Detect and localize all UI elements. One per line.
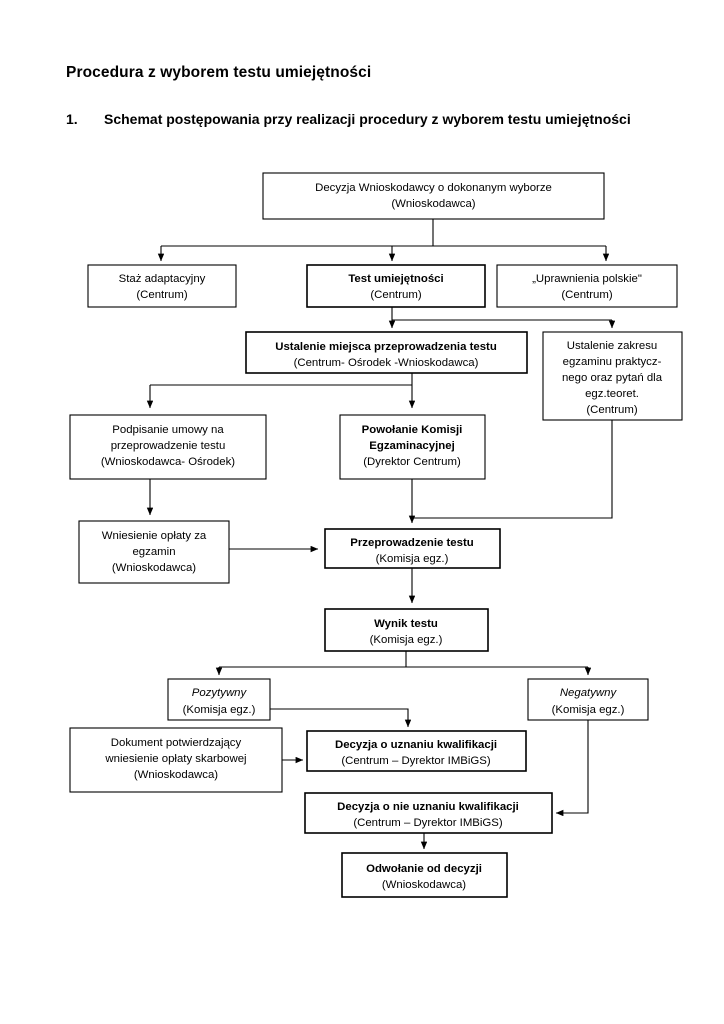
- node-n4-line2: (Centrum): [561, 289, 612, 301]
- node-n2-line2: (Centrum): [136, 289, 187, 301]
- node-n9-line2: egzamin: [132, 546, 175, 558]
- node-n9-line1: Wniesienie opłaty za: [102, 530, 207, 542]
- node-n7-line1: Podpisanie umowy na: [112, 424, 224, 436]
- node-n5-line2: (Centrum- Ośrodek -Wnioskodawca): [294, 357, 479, 369]
- node-n13-line2: (Komisja egz.): [552, 704, 625, 716]
- node-n15-line1: Decyzja o uznaniu kwalifikacji: [335, 739, 497, 751]
- edge-n13-n16: [555, 720, 589, 817]
- section-heading-block: 1. Schemat postępowania przy realizacji …: [66, 110, 666, 130]
- section-heading-text: Schemat postępowania przy realizacji pro…: [104, 111, 631, 127]
- node-n6-line1: Ustalenie zakresu: [567, 340, 658, 352]
- edge-n12-n15: [270, 708, 412, 728]
- node-n8-line3: (Dyrektor Centrum): [363, 456, 461, 468]
- node-n1-line1: Decyzja Wnioskodawcy o dokonanym wyborze: [315, 182, 552, 194]
- node-decyzja-wnioskodawcy[interactable]: Decyzja Wnioskodawcy o dokonanym wyborze…: [262, 172, 605, 220]
- node-n2-line1: Staż adaptacyjny: [119, 273, 206, 285]
- node-n16-line1: Decyzja o nie uznaniu kwalifikacji: [337, 801, 519, 813]
- connector-layer: [146, 219, 616, 850]
- node-n14-line3: (Wnioskodawca): [134, 769, 218, 781]
- node-n1-line2: (Wnioskodawca): [391, 198, 475, 210]
- node-n17-line1: Odwołanie od decyzji: [366, 863, 482, 875]
- node-n8-line1: Powołanie Komisji: [362, 424, 463, 436]
- edge-n6-n10: [412, 420, 613, 519]
- node-n13-line1: Negatywny: [560, 687, 618, 699]
- node-pozytywny[interactable]: Pozytywny (Komisja egz.): [167, 678, 271, 721]
- node-odwolanie-od-decyzji[interactable]: Odwołanie od decyzji (Wnioskodawca): [341, 852, 508, 898]
- node-n5-line1: Ustalenie miejsca przeprowadzenia testu: [275, 341, 497, 353]
- node-n17-line2: (Wnioskodawca): [382, 879, 466, 891]
- node-n12-line1: Pozytywny: [192, 687, 248, 699]
- node-n12-line2: (Komisja egz.): [183, 704, 256, 716]
- node-n4-line1: „Uprawnienia polskie": [532, 273, 642, 285]
- node-n9-line3: (Wnioskodawca): [112, 562, 196, 574]
- node-n8-line2: Egzaminacyjnej: [369, 440, 454, 452]
- node-n7-line2: przeprowadzenie testu: [111, 440, 226, 452]
- node-decyzja-uznanie[interactable]: Decyzja o uznaniu kwalifikacji (Centrum …: [306, 730, 527, 772]
- node-negatywny[interactable]: Negatywny (Komisja egz.): [527, 678, 649, 721]
- node-staz-adaptacyjny[interactable]: Staż adaptacyjny (Centrum): [87, 264, 237, 308]
- node-ustalenie-zakresu[interactable]: Ustalenie zakresu egzaminu praktycz- neg…: [542, 331, 683, 421]
- node-n6-line2: egzaminu praktycz-: [563, 356, 662, 368]
- node-powolanie-komisji[interactable]: Powołanie Komisji Egzaminacyjnej (Dyrekt…: [339, 414, 486, 480]
- node-ustalenie-miejsca[interactable]: Ustalenie miejsca przeprowadzenia testu …: [245, 331, 528, 374]
- node-n14-line1: Dokument potwierdzający: [111, 737, 242, 749]
- node-n6-line3: nego oraz pytań dla: [562, 372, 663, 384]
- node-n16-line2: (Centrum – Dyrektor IMBiGS): [353, 817, 503, 829]
- node-n6-line4: egz.teoret.: [585, 388, 639, 400]
- node-decyzja-nie-uznanie[interactable]: Decyzja o nie uznaniu kwalifikacji (Cent…: [304, 792, 553, 834]
- node-uprawnienia-polskie[interactable]: „Uprawnienia polskie" (Centrum): [496, 264, 678, 308]
- node-test-umiejetnosci[interactable]: Test umiejętności (Centrum): [306, 264, 486, 308]
- node-przeprowadzenie-testu[interactable]: Przeprowadzenie testu (Komisja egz.): [324, 528, 501, 569]
- node-n6-line5: (Centrum): [586, 404, 637, 416]
- node-n11-line1: Wynik testu: [374, 618, 438, 630]
- node-wniesienie-oplaty-egzamin[interactable]: Wniesienie opłaty za egzamin (Wnioskodaw…: [78, 520, 230, 584]
- node-podpisanie-umowy[interactable]: Podpisanie umowy na przeprowadzenie test…: [69, 414, 267, 480]
- node-n7-line3: (Wnioskodawca- Ośrodek): [101, 456, 235, 468]
- page-title: Procedura z wyborem testu umiejętności: [66, 64, 372, 81]
- section-number: 1.: [66, 111, 78, 127]
- node-n3-line1: Test umiejętności: [348, 273, 443, 285]
- node-wynik-testu[interactable]: Wynik testu (Komisja egz.): [324, 608, 489, 652]
- node-n11-line2: (Komisja egz.): [370, 634, 443, 646]
- node-dokument-potwierdzajacy[interactable]: Dokument potwierdzający wniesienie opłat…: [69, 727, 283, 793]
- node-n14-line2: wniesienie opłaty skarbowej: [104, 753, 246, 765]
- node-n10-line2: (Komisja egz.): [376, 553, 449, 565]
- node-n15-line2: (Centrum – Dyrektor IMBiGS): [341, 755, 491, 767]
- node-n10-line1: Przeprowadzenie testu: [350, 537, 473, 549]
- node-n3-line2: (Centrum): [370, 289, 421, 301]
